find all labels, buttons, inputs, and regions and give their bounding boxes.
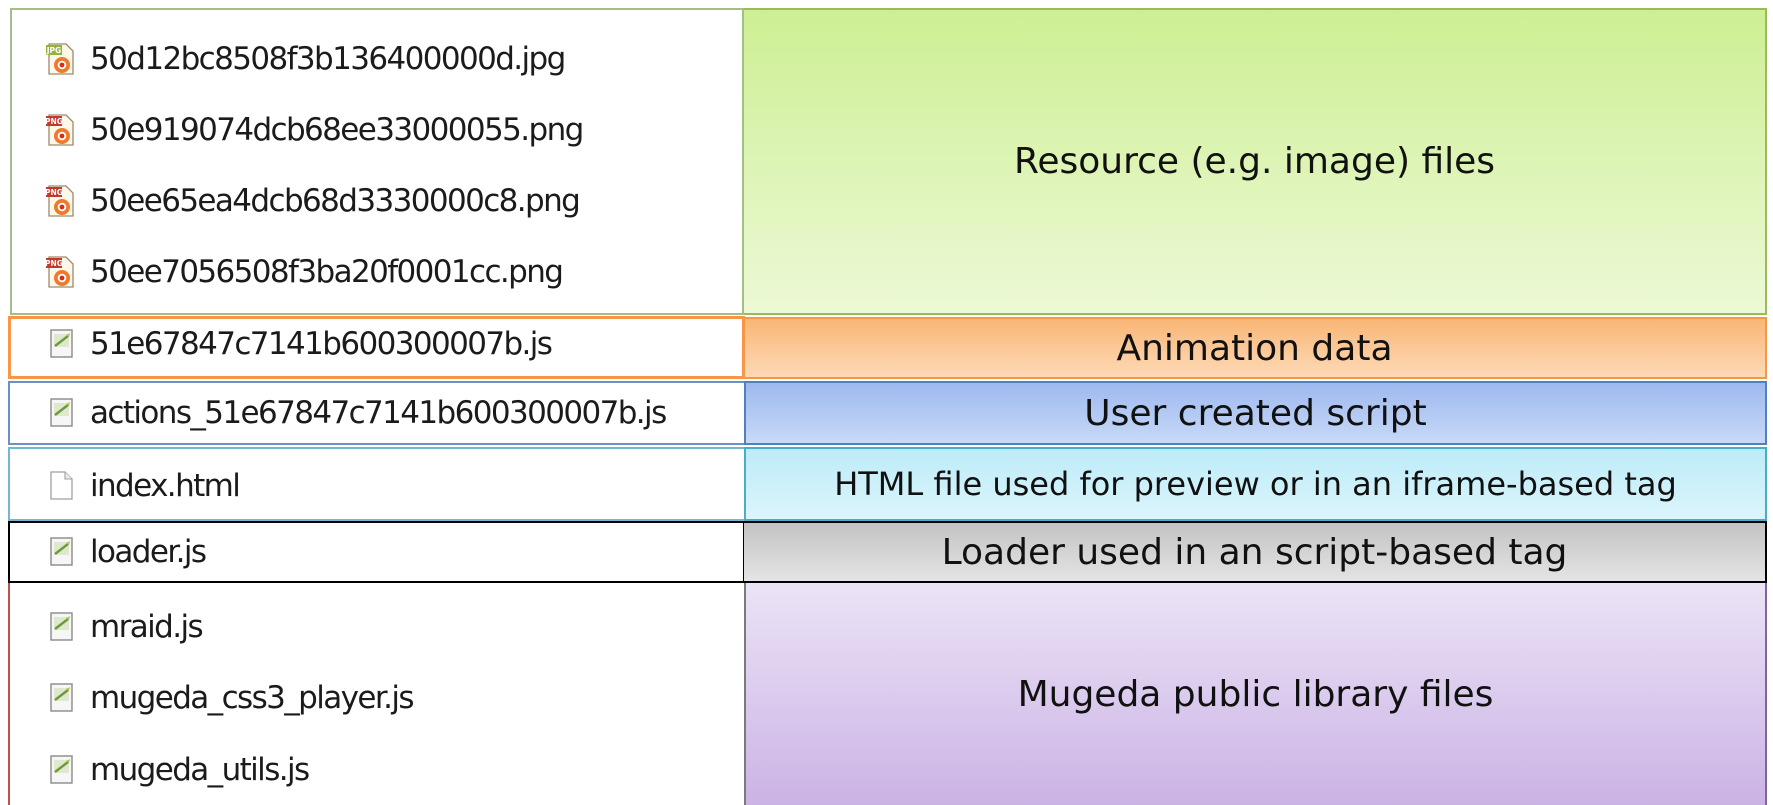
svg-text:PNG: PNG bbox=[45, 188, 63, 197]
animation-label-box: Animation data bbox=[744, 317, 1767, 379]
file-name: actions_51e67847c7141b600300007b.js bbox=[90, 395, 667, 431]
file-item[interactable]: index.html bbox=[44, 464, 241, 508]
image-file-icon: PNG bbox=[45, 185, 74, 217]
file-item[interactable]: PNG 50ee65ea4dcb68d3330000c8.png bbox=[44, 179, 581, 223]
loader-label-box: Loader used in an script-based tag bbox=[744, 521, 1767, 583]
file-name: 51e67847c7141b600300007b.js bbox=[90, 326, 553, 362]
resource-files-box bbox=[10, 8, 744, 315]
loader-label: Loader used in an script-based tag bbox=[941, 531, 1568, 573]
file-name: 50ee7056508f3ba20f0001cc.png bbox=[90, 254, 564, 290]
file-item[interactable]: PNG 50ee7056508f3ba20f0001cc.png bbox=[44, 250, 564, 294]
script-file-icon bbox=[50, 755, 73, 784]
file-item[interactable]: PNG 50e919074dcb68ee33000055.png bbox=[44, 108, 584, 152]
script-file-icon bbox=[50, 398, 73, 427]
file-item[interactable]: mugeda_utils.js bbox=[44, 748, 310, 792]
file-name: mugeda_utils.js bbox=[90, 752, 310, 788]
html-label: HTML file used for preview or in an ifra… bbox=[834, 465, 1677, 503]
library-files-box bbox=[8, 583, 745, 805]
resource-label: Resource (e.g. image) files bbox=[1013, 141, 1496, 182]
svg-text:JPG: JPG bbox=[46, 46, 61, 55]
file-item[interactable]: actions_51e67847c7141b600300007b.js bbox=[44, 391, 667, 435]
file-name: mugeda_css3_player.js bbox=[90, 680, 415, 716]
file-name: mraid.js bbox=[90, 609, 204, 645]
file-name: index.html bbox=[90, 468, 241, 504]
html-files-box bbox=[8, 447, 745, 521]
svg-text:PNG: PNG bbox=[45, 117, 63, 126]
user-script-files-box bbox=[8, 381, 745, 445]
blank-file-icon bbox=[50, 471, 73, 500]
file-item[interactable]: mugeda_css3_player.js bbox=[44, 676, 415, 720]
library-label: Mugeda public library files bbox=[1017, 673, 1494, 715]
animation-files-box bbox=[8, 316, 745, 379]
file-item[interactable]: 51e67847c7141b600300007b.js bbox=[44, 322, 553, 366]
script-file-icon bbox=[50, 329, 73, 358]
script-file-icon bbox=[50, 683, 73, 712]
image-file-icon: JPG bbox=[46, 43, 74, 75]
svg-text:PNG: PNG bbox=[45, 259, 63, 268]
file-item[interactable]: JPG 50d12bc8508f3b136400000d.jpg bbox=[44, 37, 567, 81]
resource-label-box: Resource (e.g. image) files bbox=[744, 8, 1767, 315]
file-item[interactable]: mraid.js bbox=[44, 605, 204, 649]
animation-label: Animation data bbox=[1116, 327, 1393, 369]
html-label-box: HTML file used for preview or in an ifra… bbox=[744, 447, 1767, 521]
file-name: loader.js bbox=[90, 534, 207, 570]
script-file-icon bbox=[50, 612, 73, 641]
library-label-box: Mugeda public library files bbox=[744, 583, 1767, 805]
user-script-label: User created script bbox=[1084, 392, 1427, 434]
user-script-label-box: User created script bbox=[744, 381, 1767, 445]
script-file-icon bbox=[50, 537, 73, 566]
image-file-icon: PNG bbox=[45, 114, 74, 146]
loader-files-box bbox=[8, 521, 745, 583]
image-file-icon: PNG bbox=[45, 256, 74, 288]
file-name: 50d12bc8508f3b136400000d.jpg bbox=[90, 41, 566, 77]
file-name: 50e919074dcb68ee33000055.png bbox=[90, 112, 584, 148]
file-item[interactable]: loader.js bbox=[44, 530, 207, 574]
file-name: 50ee65ea4dcb68d3330000c8.png bbox=[90, 183, 581, 219]
